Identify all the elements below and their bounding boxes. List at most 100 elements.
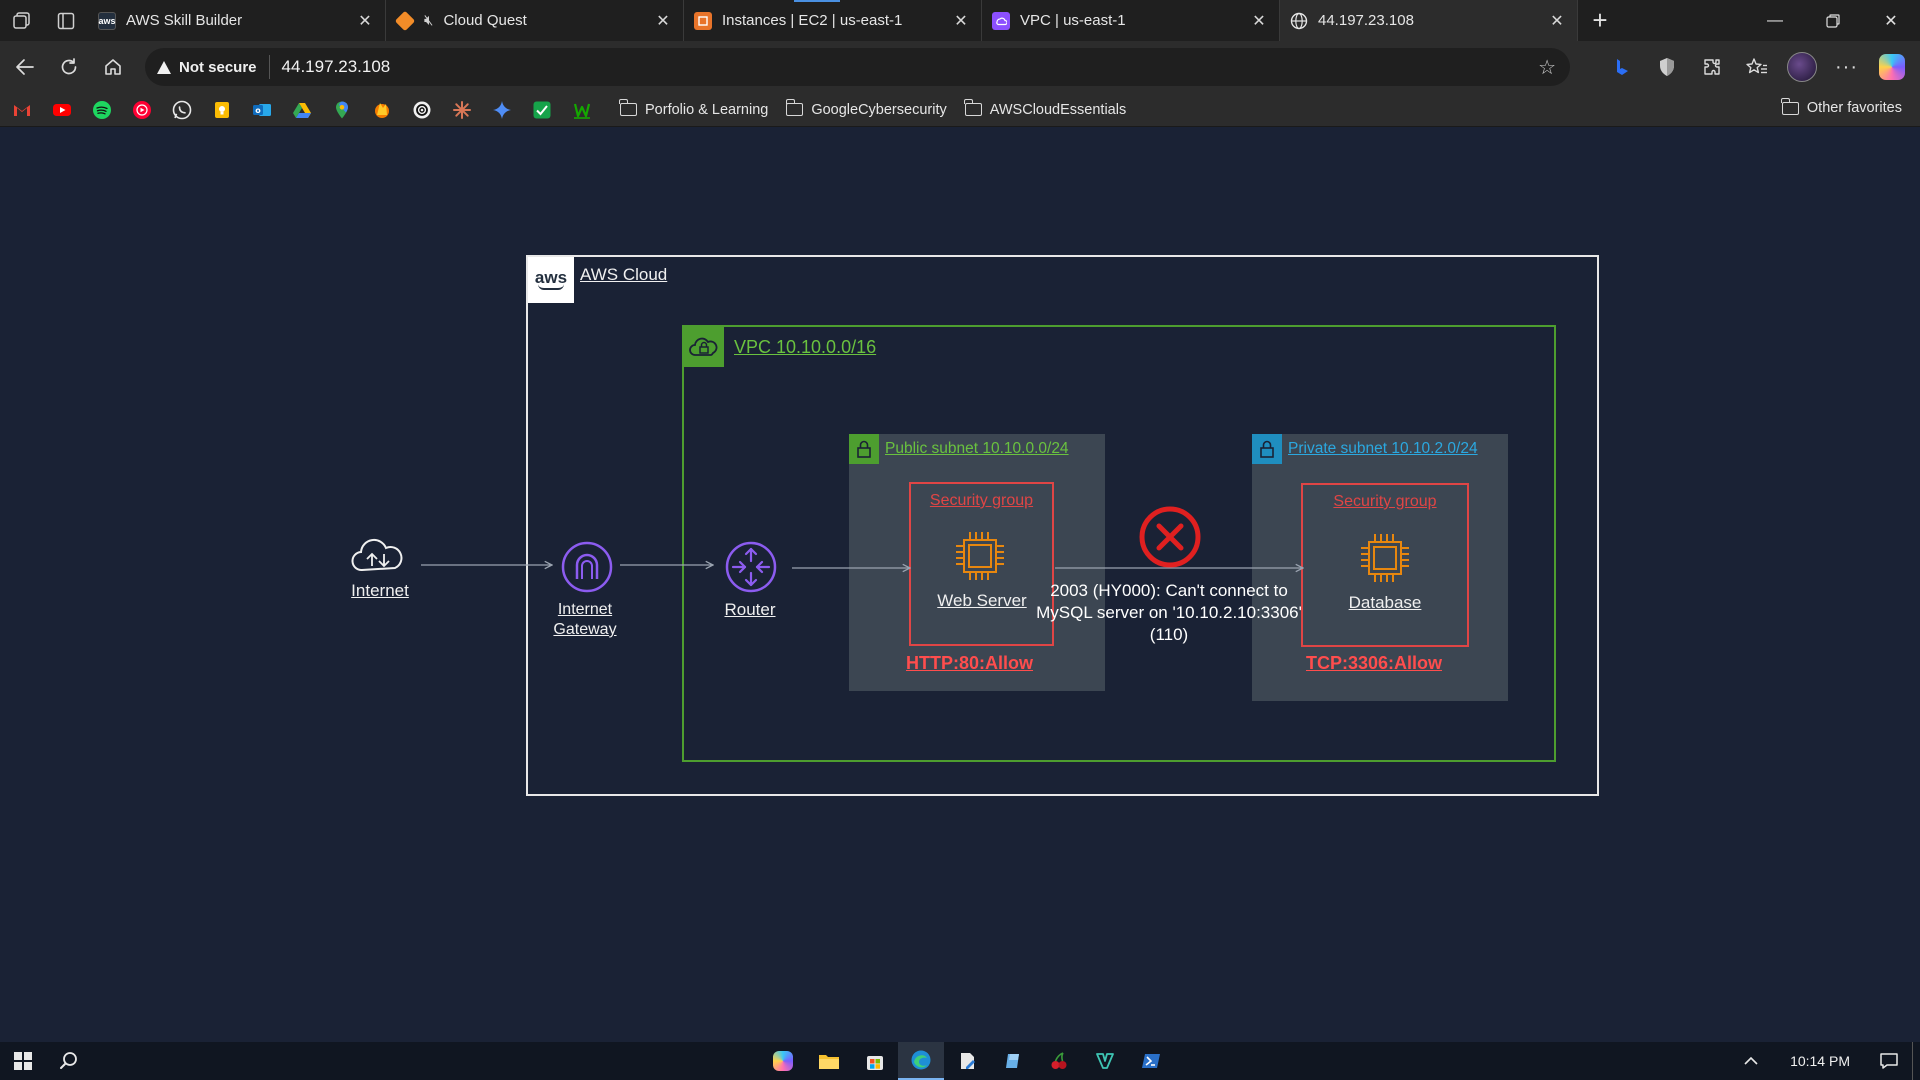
spotify-icon[interactable] [92,100,112,120]
profile-avatar[interactable] [1779,45,1824,89]
vertical-tabs-icon[interactable] [44,0,88,41]
gemini-icon[interactable] [492,100,512,120]
folder-portfolio-learning[interactable]: Porfolio & Learning [619,99,768,118]
close-icon[interactable]: ✕ [1252,12,1266,30]
svg-text:o: o [255,106,261,115]
connection-error-message: 2003 (HY000): Can't connect to MySQL ser… [1019,580,1319,646]
folder-google-cybersecurity[interactable]: GoogleCybersecurity [785,99,947,118]
document-editor-icon[interactable] [944,1042,990,1080]
close-icon[interactable]: ✕ [1550,12,1564,30]
security-label: Not secure [179,58,257,76]
outlook-icon[interactable]: o [252,100,272,120]
threads-icon[interactable] [412,100,432,120]
cherry-app-icon[interactable] [1036,1042,1082,1080]
copilot-icon[interactable] [1869,45,1914,89]
globe-icon [1290,12,1308,30]
visual-studio-icon[interactable] [1082,1042,1128,1080]
windows-start-icon[interactable] [0,1042,46,1080]
firebase-icon[interactable] [372,100,392,120]
internet-gateway-label[interactable]: Internet Gateway [535,600,635,640]
favorite-star-icon[interactable]: ☆ [1538,57,1556,79]
window-controls: — ✕ [1746,0,1920,41]
home-icon[interactable] [91,45,135,89]
error-line-3: (110) [1149,625,1189,644]
page-content: aws AWS Cloud VPC 10.10.0.0/16 Public su… [0,128,1920,1042]
database-label[interactable]: Database [1348,593,1422,612]
new-tab-button[interactable]: + [1592,5,1608,35]
show-desktop-button[interactable] [1912,1042,1920,1080]
public-subnet-label[interactable]: Public subnet 10.10.0.0/24 [885,440,1069,457]
web-security-group-label[interactable]: Security group [929,492,1034,509]
close-icon[interactable]: ✕ [656,12,670,30]
muted-speaker-icon[interactable]: 🔇︎ [424,12,434,29]
search-icon[interactable] [46,1042,92,1080]
tcp-rule-label[interactable]: TCP:3306:Allow [1306,653,1443,673]
folder-icon [1781,97,1799,115]
db-security-group-label[interactable]: Security group [1333,493,1437,510]
ec2-icon [694,11,712,30]
powershell-icon[interactable] [1128,1042,1174,1080]
tab-ec2-instances[interactable]: Instances | EC2 | us-east-1 ✕ [684,0,982,41]
youtube-music-icon[interactable] [132,100,152,120]
browser-tab-strip: aws AWS Skill Builder ✕ 🔇︎ Cloud Quest ✕… [0,0,1920,41]
gmail-icon[interactable] [12,100,32,120]
database-chip-icon [1358,531,1412,590]
google-keep-icon[interactable] [212,100,232,120]
back-arrow-icon[interactable] [3,45,47,89]
aws-logo: aws [528,257,574,303]
internet-gateway-label-line1: Internet [557,601,613,618]
notes-app-icon[interactable] [990,1042,1036,1080]
internet-label[interactable]: Internet [351,581,409,600]
private-subnet-label[interactable]: Private subnet 10.10.2.0/24 [1288,440,1478,457]
google-maps-icon[interactable] [332,100,352,120]
url-text[interactable]: 44.197.23.108 [281,57,391,76]
router-label[interactable]: Router [724,600,776,619]
tab-aws-skill-builder[interactable]: aws AWS Skill Builder ✕ [88,0,386,41]
more-menu-icon[interactable]: ··· [1835,55,1858,78]
http-rule-label[interactable]: HTTP:80:Allow [906,653,1034,673]
file-explorer-icon[interactable] [806,1042,852,1080]
tab-label: AWS Skill Builder [126,12,243,29]
close-icon[interactable]: ✕ [358,12,372,30]
taskbar-clock[interactable]: 10:14 PM [1790,1053,1850,1069]
address-bar[interactable]: Not secure 44.197.23.108 ☆ [145,48,1570,86]
edge-browser-icon[interactable] [898,1042,944,1080]
copilot-app-icon[interactable] [760,1042,806,1080]
other-favorites[interactable]: Other favorites [1781,97,1902,116]
tradingview-check-icon[interactable] [532,100,552,120]
favorites-icon[interactable] [1734,45,1779,89]
shield-icon[interactable] [1644,45,1689,89]
tab-cloud-quest[interactable]: 🔇︎ Cloud Quest ✕ [386,0,684,41]
folder-label: AWSCloudEssentials [989,101,1127,118]
close-window-icon[interactable]: ✕ [1884,12,1898,30]
toolbar-extensions: ··· [1599,41,1920,93]
chevron-up-icon[interactable] [1728,1042,1774,1080]
tab-ip-address[interactable]: 44.197.23.108 ✕ [1280,0,1578,41]
youtube-icon[interactable] [52,100,72,120]
close-icon[interactable]: ✕ [954,12,968,30]
ec2-chip-icon [953,529,1007,588]
vpc-label[interactable]: VPC 10.10.0.0/16 [734,337,877,357]
tab-vpc[interactable]: VPC | us-east-1 ✕ [982,0,1280,41]
upwork-icon[interactable] [572,100,592,120]
tab-loading-indicator [794,0,840,2]
notification-icon[interactable] [1866,1042,1912,1080]
extensions-icon[interactable] [1689,45,1734,89]
bing-icon[interactable] [1599,45,1644,89]
aws-icon: aws [98,11,116,30]
restore-icon[interactable] [1804,0,1862,41]
web-server-label[interactable]: Web Server [937,591,1027,610]
whatsapp-icon[interactable] [172,100,192,120]
workspaces-icon[interactable] [0,0,44,41]
folder-label: GoogleCybersecurity [811,101,947,118]
aws-cloud-label[interactable]: AWS Cloud [580,265,668,284]
tab-label: VPC | us-east-1 [1020,12,1126,29]
minimize-icon[interactable]: — [1767,11,1783,29]
claude-icon[interactable] [452,100,472,120]
microsoft-store-icon[interactable] [852,1042,898,1080]
folder-aws-cloud-essentials[interactable]: AWSCloudEssentials [964,99,1127,118]
refresh-icon[interactable] [47,45,91,89]
warning-icon [157,60,171,74]
google-drive-icon[interactable] [292,100,312,120]
security-indicator[interactable]: Not secure [157,55,270,79]
